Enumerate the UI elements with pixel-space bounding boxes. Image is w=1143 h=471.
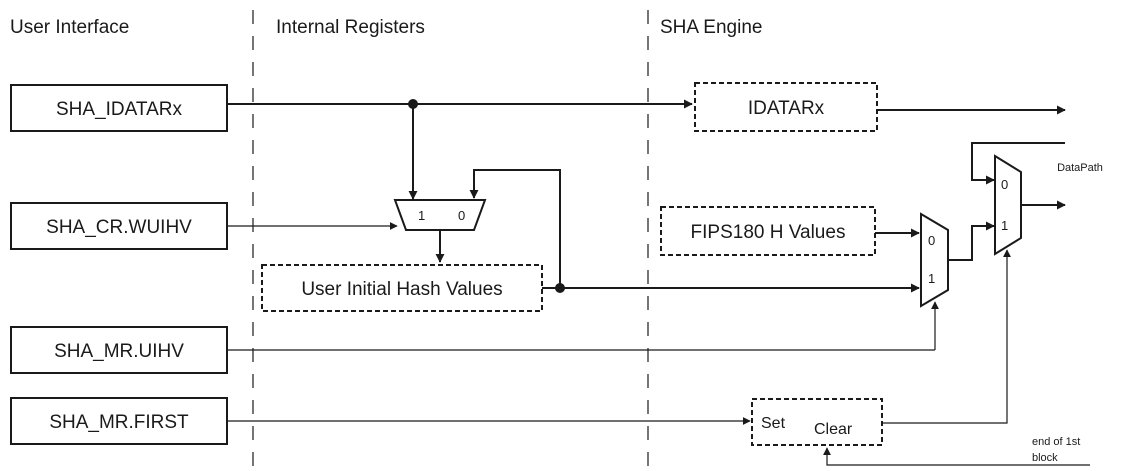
column-header-user-interface: User Interface [10,17,129,38]
register-label-sha-idatarx: SHA_IDATARx [56,99,182,120]
hash-mux-output-line [948,221,995,261]
engine-idatarx-box: IDATARx [694,82,878,132]
engine-idatarx-label: IDATARx [748,98,825,119]
flag-to-datapath-select-line [882,249,1011,424]
flag-set-label: Set [761,415,786,432]
register-label-sha-cr-wuihv: SHA_CR.WUIHV [46,217,192,238]
column-header-sha-engine: SHA Engine [660,17,762,38]
first-block-flag-box: Set Clear [751,398,883,446]
register-box-sha-mr-uihv: SHA_MR.UIHV [10,326,228,374]
wuihv-mux-input-0-label: 0 [458,208,465,223]
datapath-mux-input-1-label: 1 [1001,218,1008,233]
fips180-h-values-box: FIPS180 H Values [660,206,876,256]
column-header-internal-registers: Internal Registers [276,17,425,38]
register-box-sha-cr-wuihv: SHA_CR.WUIHV [10,202,228,250]
end-of-block-clear-line [823,447,1090,466]
datapath-mux-input-0-label: 0 [1001,177,1008,192]
wuihv-mux: 1 0 [393,199,487,231]
wuihv-mux-input-1-label: 1 [418,208,425,223]
hash-source-mux: 0 1 [920,212,949,308]
datapath-label: DataPath [1057,162,1103,174]
register-box-sha-idatarx: SHA_IDATARx [10,84,228,132]
user-initial-hash-values-box: User Initial Hash Values [261,264,543,312]
fips180-h-values-label: FIPS180 H Values [691,222,846,243]
uihv-feedback-line [469,169,561,288]
hash-mux-input-1-label: 1 [928,271,935,286]
register-label-sha-mr-uihv: SHA_MR.UIHV [54,341,184,362]
end-of-block-label-line1: end of 1st [1032,436,1080,448]
datapath-mux: 0 1 [994,154,1022,256]
hash-mux-input-0-label: 0 [928,233,935,248]
uihv-output-junction [555,283,565,293]
register-box-sha-mr-first: SHA_MR.FIRST [10,397,228,445]
flag-clear-label: Clear [814,421,853,438]
register-label-sha-mr-first: SHA_MR.FIRST [49,412,189,433]
user-initial-hash-values-label: User Initial Hash Values [301,279,502,300]
datapath-feedback-line [971,142,1065,185]
end-of-block-label-line2: block [1032,452,1058,464]
